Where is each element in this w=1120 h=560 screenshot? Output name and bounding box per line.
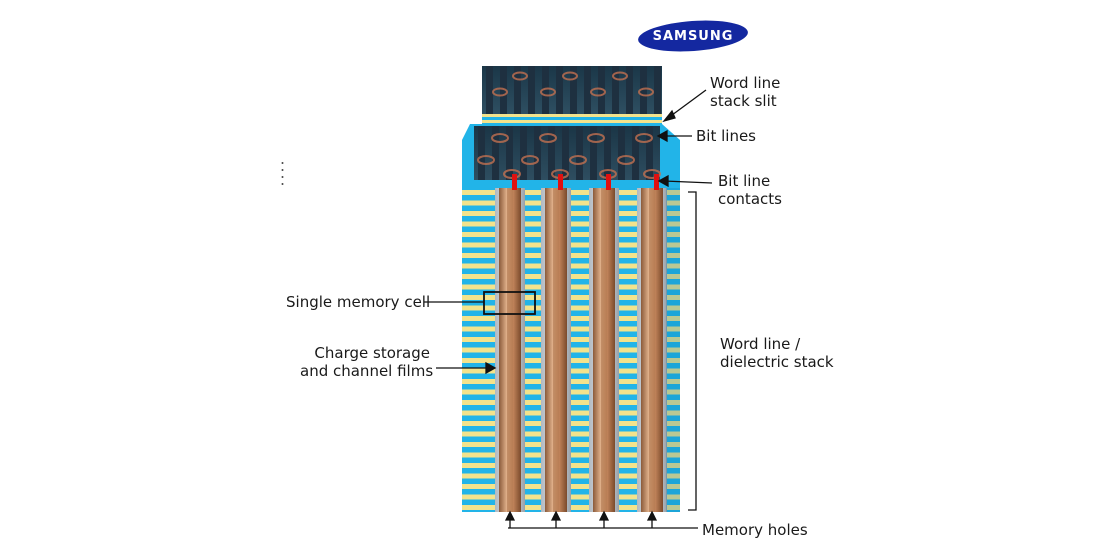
single-memory-cell-box bbox=[483, 291, 536, 315]
channel-core bbox=[553, 188, 559, 512]
callout-lines bbox=[424, 89, 713, 529]
bit-line bbox=[556, 66, 563, 114]
bit-line bbox=[612, 66, 619, 114]
bit-line bbox=[528, 66, 535, 114]
hole-arrowhead bbox=[646, 510, 658, 521]
bit-line bbox=[486, 66, 493, 114]
bit-line bbox=[548, 126, 555, 180]
stack-bracket bbox=[688, 191, 697, 511]
label-line: Word line / bbox=[720, 335, 801, 353]
hole-ring bbox=[521, 155, 539, 165]
bit-line bbox=[584, 66, 591, 114]
bit-line bbox=[478, 126, 485, 180]
bit-line bbox=[632, 126, 639, 180]
charge-arrowhead bbox=[485, 361, 497, 375]
hole-ring bbox=[643, 169, 661, 179]
hole-ring bbox=[539, 133, 557, 143]
channel-core bbox=[649, 188, 655, 512]
bit-line-contact bbox=[606, 174, 611, 190]
label-single-memory-cell: Single memory cell bbox=[286, 293, 431, 311]
contacts-arrow bbox=[663, 180, 713, 184]
word-line-dielectric-stack bbox=[462, 188, 680, 512]
bit-line-contact bbox=[558, 174, 563, 190]
stack-side-shade bbox=[666, 188, 680, 512]
bit-line bbox=[542, 66, 549, 114]
bit-line bbox=[626, 66, 633, 114]
logo-wordmark: SAMSUNG bbox=[652, 28, 734, 44]
hole-ring bbox=[590, 87, 606, 97]
bit-line bbox=[604, 126, 611, 180]
lower-stack-top bbox=[462, 124, 680, 188]
bit-line bbox=[640, 66, 647, 114]
hole-ring bbox=[569, 155, 587, 165]
label-line: contacts bbox=[718, 190, 782, 208]
slit-arrowhead bbox=[662, 109, 676, 123]
vertical-dots bbox=[281, 160, 284, 190]
label-charge-storage: Charge storage and channel films bbox=[300, 344, 434, 380]
label-bit-line-contacts: Bit line contacts bbox=[718, 172, 782, 208]
logo-ellipse bbox=[638, 20, 748, 52]
label-word-line-stack-slit: Word line stack slit bbox=[710, 74, 780, 110]
bit-line bbox=[570, 66, 577, 114]
label-line: and channel films bbox=[300, 362, 434, 380]
hole-ring bbox=[612, 71, 628, 81]
hole-ring bbox=[512, 71, 528, 81]
channel-core bbox=[601, 188, 607, 512]
bit-line bbox=[618, 126, 625, 180]
label-line: dielectric stack bbox=[720, 353, 834, 371]
slit-arrow bbox=[667, 89, 707, 119]
bit-line-contact bbox=[654, 174, 659, 190]
samsung-logo: SAMSUNG bbox=[637, 19, 749, 53]
bit-line bbox=[492, 126, 499, 180]
dots-graphic bbox=[281, 162, 284, 185]
bit-line bbox=[514, 66, 521, 114]
upper-dielectric-layer bbox=[482, 114, 662, 117]
hole-ring bbox=[635, 133, 653, 143]
upper-stack-block bbox=[482, 66, 662, 126]
upper-dielectric-layer bbox=[482, 120, 662, 123]
bit-line bbox=[506, 126, 513, 180]
bit-line bbox=[534, 126, 541, 180]
hole-ring bbox=[477, 155, 495, 165]
bit-line bbox=[654, 66, 661, 114]
hole-arrowhead bbox=[598, 510, 610, 521]
hole-ring bbox=[617, 155, 635, 165]
label-line: Word line bbox=[710, 74, 781, 92]
bit-line-contact bbox=[512, 174, 517, 190]
hole-ring bbox=[491, 133, 509, 143]
hole-arrowhead bbox=[550, 510, 562, 521]
hole-ring bbox=[492, 87, 508, 97]
bitlines-arrowhead bbox=[656, 129, 668, 143]
hole-ring bbox=[638, 87, 654, 97]
label-line: Bit line bbox=[718, 172, 771, 190]
hole-ring bbox=[562, 71, 578, 81]
contacts-arrowhead bbox=[657, 174, 669, 188]
label-line: stack slit bbox=[710, 92, 777, 110]
bit-line bbox=[520, 126, 527, 180]
bit-line bbox=[590, 126, 597, 180]
channel-core bbox=[507, 188, 513, 512]
bit-line bbox=[646, 126, 653, 180]
label-word-line-dielectric-stack: Word line / dielectric stack bbox=[720, 335, 834, 371]
hole-arrowhead bbox=[504, 510, 516, 521]
hole-ring bbox=[540, 87, 556, 97]
hole-ring bbox=[587, 133, 605, 143]
label-memory-holes: Memory holes bbox=[702, 521, 808, 539]
label-line: Charge storage bbox=[314, 344, 430, 362]
bit-line bbox=[562, 126, 569, 180]
bit-line bbox=[576, 126, 583, 180]
label-bit-lines: Bit lines bbox=[696, 127, 756, 145]
